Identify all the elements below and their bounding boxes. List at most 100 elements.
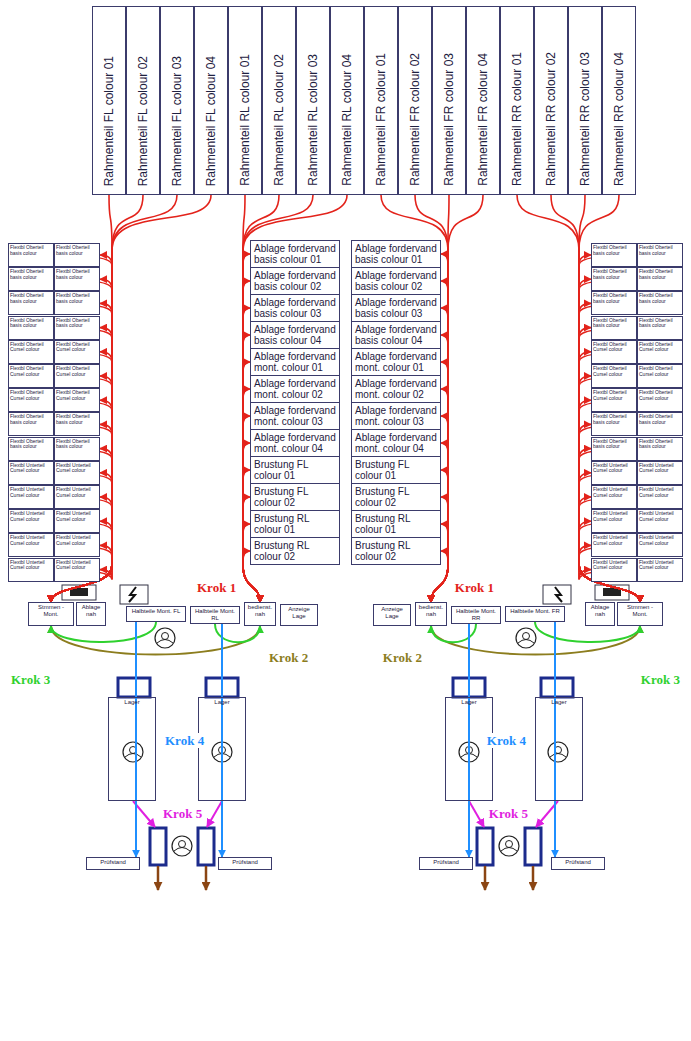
flow-arrow bbox=[579, 400, 640, 602]
bin-box: Flextbl Oberteil basis colour bbox=[54, 291, 100, 315]
step-label: Krok 2 bbox=[382, 650, 423, 665]
flow-arrow bbox=[135, 622, 137, 857]
shelf-box: Brustung RL colour 01 bbox=[351, 510, 441, 538]
step-label: Krok 4 bbox=[164, 733, 205, 748]
bin-box: Flextbl Oberteil Cursel colour bbox=[8, 340, 54, 364]
flow-arrow bbox=[51, 424, 112, 602]
shelf-box: Brustung RL colour 02 bbox=[250, 537, 340, 565]
flow-arrow bbox=[579, 473, 640, 602]
shelf-box: Ablage fordervand mont. colour 04 bbox=[351, 429, 441, 457]
flow-arrow bbox=[579, 424, 640, 602]
bin-box: Flextbl Unterteil Cursel colour bbox=[591, 558, 637, 582]
flow-arrow bbox=[51, 449, 112, 602]
bin-box: Flextbl Oberteil basis colour bbox=[637, 316, 683, 340]
shelf-box: Ablage fordervand mont. colour 01 bbox=[250, 348, 340, 376]
flow-arrow bbox=[579, 449, 640, 602]
box-text: Flextbl Unterteil Cursel colour bbox=[593, 487, 635, 498]
box-text: Flextbl Oberteil basis colour bbox=[593, 318, 635, 329]
box-text: Ablage fordervand basis colour 01 bbox=[254, 243, 336, 265]
box-text: Rahmenteil RL colour 04 bbox=[340, 54, 354, 186]
shelf-box: Ablage fordervand basis colour 02 bbox=[351, 267, 441, 295]
station-box: Lager bbox=[445, 697, 493, 801]
flow-arrow bbox=[579, 497, 640, 602]
shelf-box: Ablage fordervand mont. colour 04 bbox=[250, 429, 340, 457]
flow-arrow bbox=[579, 376, 640, 602]
box-text: Rahmenteil RL colour 01 bbox=[238, 54, 252, 186]
flow-arrow bbox=[579, 424, 640, 602]
box-text: Halbteile Mont. RR bbox=[453, 608, 499, 622]
box-text: Flextbl Oberteil basis colour bbox=[10, 414, 52, 425]
box-text: Flextbl Oberteil Cursel colour bbox=[593, 366, 635, 377]
bin-box: Flextbl Oberteil basis colour bbox=[591, 412, 637, 436]
frame-part-box: Rahmenteil FL colour 01 bbox=[92, 6, 126, 195]
box-text: Flextbl Oberteil basis colour bbox=[10, 439, 52, 450]
flow-arrow bbox=[551, 195, 640, 602]
shelf-box: Ablage fordervand basis colour 04 bbox=[250, 321, 340, 349]
box-text: Ablage fordervand mont. colour 02 bbox=[355, 378, 437, 400]
box-text: Flextbl Oberteil Cursel colour bbox=[639, 390, 681, 401]
box-text: Flextbl Unterteil Cursel colour bbox=[56, 463, 98, 474]
box-text: Rahmenteil RR colour 02 bbox=[544, 52, 558, 186]
box-text: Ablage fordervand basis colour 04 bbox=[254, 324, 336, 346]
box-text: Brustung FL colour 01 bbox=[254, 459, 336, 481]
station-box: Ablage nah bbox=[76, 602, 106, 626]
flow-arrow bbox=[51, 473, 112, 602]
box-text: Flextbl Unterteil Cursel colour bbox=[56, 487, 98, 498]
bin-box: Flextbl Unterteil Cursel colour bbox=[54, 533, 100, 557]
box-text: Flextbl Oberteil basis colour bbox=[10, 245, 52, 256]
shelf-box: Ablage fordervand basis colour 01 bbox=[351, 240, 441, 268]
shelf-box: Ablage fordervand mont. colour 03 bbox=[351, 402, 441, 430]
box-text: bedienst. nah bbox=[417, 604, 445, 618]
box-text: Flextbl Oberteil basis colour bbox=[56, 245, 98, 256]
shelf-box: Ablage fordervand basis colour 03 bbox=[351, 294, 441, 322]
box-text: Flextbl Oberteil Cursel colour bbox=[56, 390, 98, 401]
bin-box: Flextbl Oberteil basis colour bbox=[637, 243, 683, 267]
box-text: Flextbl Oberteil basis colour bbox=[56, 293, 98, 304]
flow-arrow bbox=[579, 303, 640, 602]
flow-arrow bbox=[51, 279, 112, 602]
bin-box: Flextbl Oberteil basis colour bbox=[8, 291, 54, 315]
step-label: Krok 1 bbox=[196, 580, 237, 595]
bin-box: Flextbl Unterteil Cursel colour bbox=[591, 461, 637, 485]
bin-box: Flextbl Oberteil basis colour bbox=[637, 291, 683, 315]
flow-arrow bbox=[579, 352, 640, 602]
box-text: Flextbl Oberteil Cursel colour bbox=[10, 342, 52, 353]
flow-arrow bbox=[579, 195, 640, 602]
box-text: Flextbl Unterteil Cursel colour bbox=[593, 463, 635, 474]
bin-box: Flextbl Unterteil Cursel colour bbox=[637, 509, 683, 533]
frame-part-box: Rahmenteil RL colour 03 bbox=[296, 6, 330, 195]
flow-arrow bbox=[51, 400, 112, 602]
station-box: Anzeige Lage bbox=[373, 604, 411, 626]
station-box: bedienst. nah bbox=[244, 602, 276, 626]
box-text: Brustung RL colour 02 bbox=[355, 540, 437, 562]
bin-box: Flextbl Oberteil Cursel colour bbox=[637, 388, 683, 412]
box-text: Prüfstand bbox=[553, 859, 603, 866]
box-text: bedienst. nah bbox=[246, 604, 274, 618]
flow-arrow bbox=[579, 328, 640, 602]
shelf-box: Ablage fordervand basis colour 04 bbox=[351, 321, 441, 349]
shelf-box: Brustung FL colour 01 bbox=[351, 456, 441, 484]
box-text: Ablage fordervand mont. colour 01 bbox=[355, 351, 437, 373]
flow-arrow bbox=[51, 400, 112, 602]
box-text: Halbteile Mont. FR bbox=[507, 608, 563, 615]
flow-arrow bbox=[579, 279, 640, 602]
box-text: Flextbl Oberteil basis colour bbox=[10, 293, 52, 304]
box-text: Ablage fordervand mont. colour 04 bbox=[355, 432, 437, 454]
box-text: Flextbl Oberteil basis colour bbox=[10, 269, 52, 280]
box-text: Flextbl Oberteil basis colour bbox=[639, 439, 681, 450]
flow-arrow bbox=[51, 195, 143, 602]
station-box: Lager bbox=[108, 697, 156, 801]
box-text: Flextbl Oberteil Cursel colour bbox=[593, 342, 635, 353]
station-box: Halbteile Mont. FL bbox=[126, 606, 186, 622]
box-text: Rahmenteil RL colour 02 bbox=[272, 54, 286, 186]
box-text: Flextbl Oberteil Cursel colour bbox=[56, 342, 98, 353]
flow-arrow bbox=[51, 255, 112, 602]
box-text: Flextbl Unterteil Cursel colour bbox=[639, 535, 681, 546]
frame-part-box: Rahmenteil RR colour 03 bbox=[568, 6, 602, 195]
station-box: Prüfstand bbox=[419, 857, 473, 870]
flow-arrow bbox=[579, 255, 640, 602]
step-label: Krok 5 bbox=[488, 806, 529, 821]
box-text: Rahmenteil FR colour 04 bbox=[476, 53, 490, 186]
box-text: Brustung FL colour 02 bbox=[355, 486, 437, 508]
